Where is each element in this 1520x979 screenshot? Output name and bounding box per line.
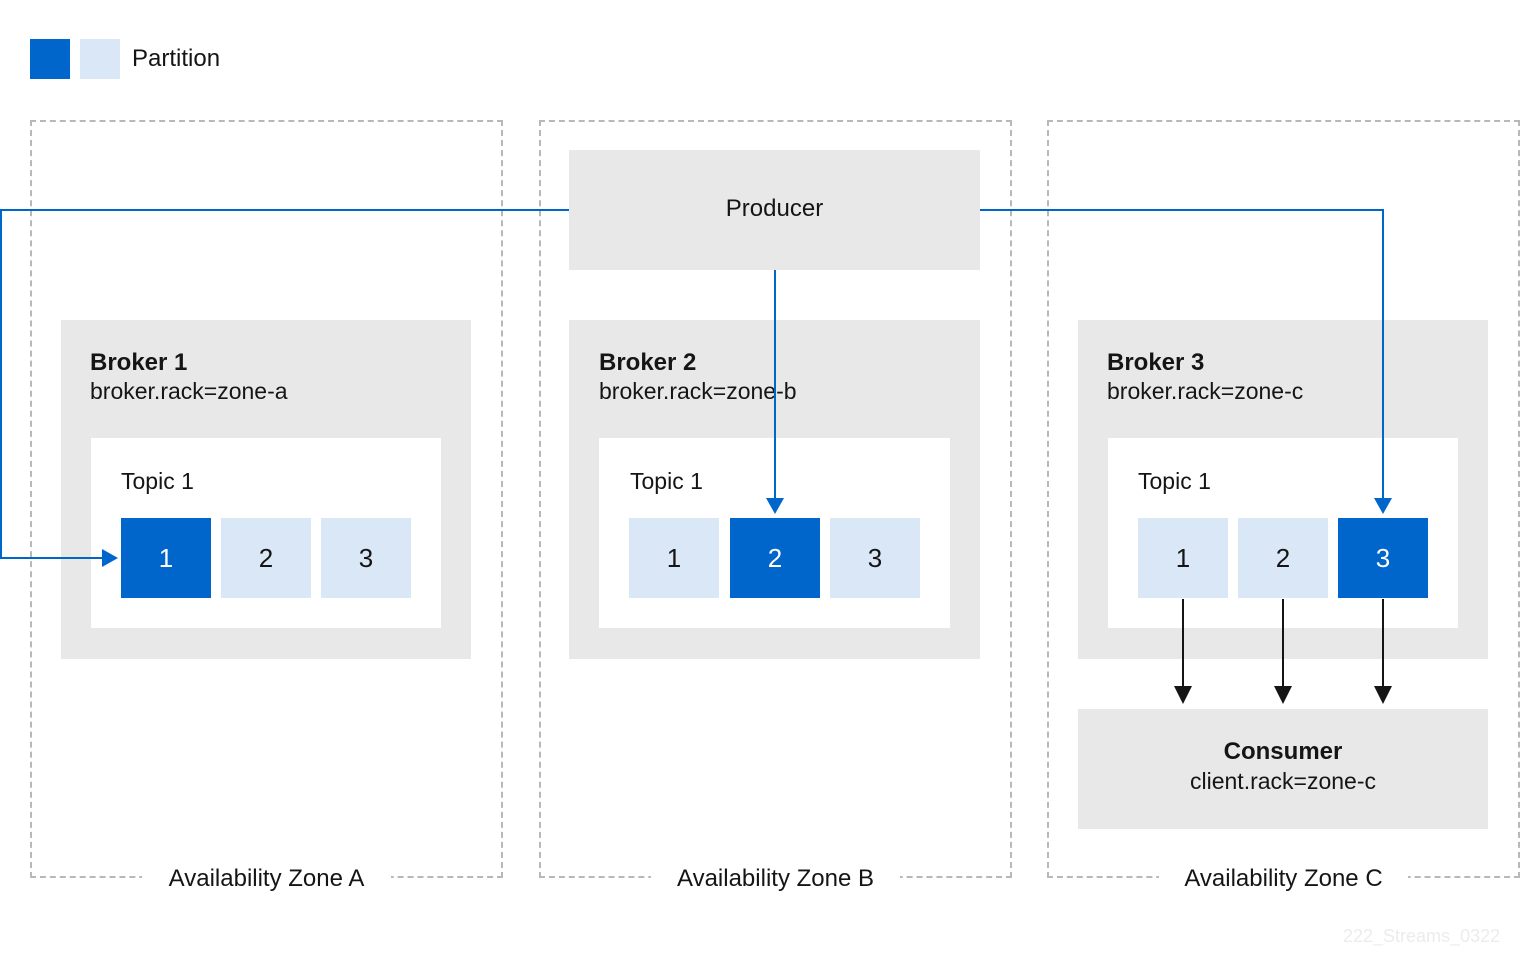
consumer-title: Consumer [1223,738,1343,765]
consumer-rack: client.rack=zone-c [1190,768,1376,794]
partition-replica: 1 [629,518,719,598]
legend-leader-swatch [30,39,70,79]
broker-title: Broker 2 [599,349,697,376]
producer-label: Producer [725,195,824,222]
producer-to-broker-3-line [980,209,1384,500]
partition-replica: 2 [221,518,311,598]
broker-title: Broker 1 [90,349,188,376]
partition-label: 3 [1375,542,1391,573]
topic-label: Topic 1 [1138,468,1211,494]
topic-label: Topic 1 [121,468,194,494]
legend-replica-swatch [80,39,120,79]
legend-label: Partition [132,45,221,72]
partition-leader: 3 [1338,518,1428,598]
arrowhead-consumer-2 [1274,686,1292,704]
partition-leader: 1 [121,518,211,598]
broker-rack: broker.rack=zone-c [1107,378,1304,404]
partition-leader: 2 [730,518,820,598]
partition-label: 2 [767,542,783,573]
consumer-box: Consumer client.rack=zone-c [1078,709,1488,829]
broker-3-box: Broker 3 broker.rack=zone-c Topic 1 1 2 … [1078,320,1488,659]
arrowhead-consumer-3 [1374,686,1392,704]
topic-label: Topic 1 [630,468,703,494]
partition-label: 1 [158,542,174,573]
partition-replica: 1 [1138,518,1228,598]
producer-box: Producer [569,150,980,270]
partition-label: 2 [258,542,274,573]
zone-b-label: Availability Zone B [651,862,900,896]
partition-replica: 3 [321,518,411,598]
broker-rack: broker.rack=zone-b [599,378,797,404]
broker-title: Broker 3 [1107,349,1205,376]
partition-replica: 3 [830,518,920,598]
arrowhead-consumer-1 [1174,686,1192,704]
producer-to-broker-1-line [0,209,569,559]
zone-a-label: Availability Zone A [142,862,391,896]
broker-rack: broker.rack=zone-a [90,378,288,404]
arrowhead-broker-2 [766,498,784,514]
partition-replica: 2 [1238,518,1328,598]
partition-label: 3 [867,542,883,573]
partition-label: 1 [666,542,682,573]
topic-box: Topic 1 1 2 3 [1108,438,1458,628]
zone-c-label: Availability Zone C [1159,862,1408,896]
partition-label: 1 [1175,542,1191,573]
broker-1-box: Broker 1 broker.rack=zone-a Topic 1 1 2 … [61,320,471,659]
topic-box: Topic 1 1 2 3 [91,438,441,628]
arrowhead-broker-1 [102,549,118,567]
partition-label: 2 [1275,542,1291,573]
partition-label: 3 [358,542,374,573]
arrowhead-broker-3 [1374,498,1392,514]
watermark: 222_Streams_0322 [1343,926,1501,946]
